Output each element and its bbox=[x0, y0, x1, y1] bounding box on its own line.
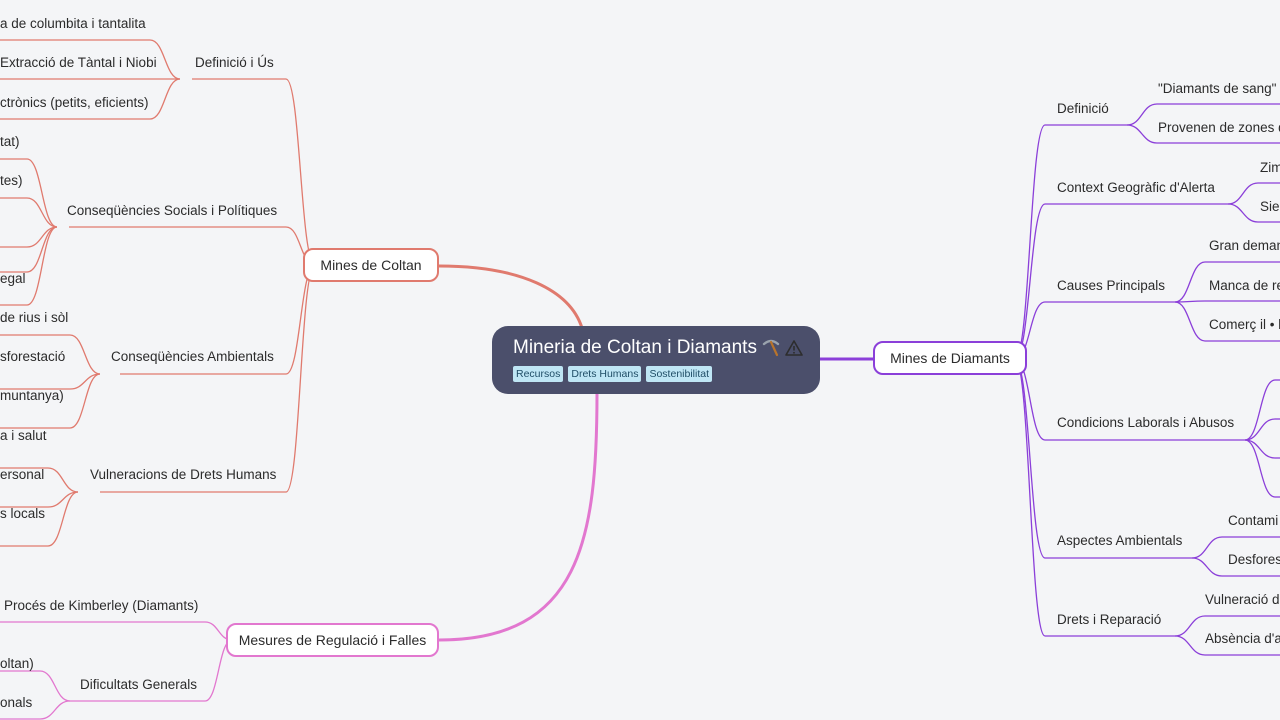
coltan-leaf[interactable]: a de columbita i tantalita bbox=[0, 16, 146, 31]
diamants-leaf[interactable]: Comerç il • l bbox=[1209, 317, 1280, 332]
edge-diamants-leaf bbox=[1244, 439, 1276, 498]
diamants-leaf[interactable]: Provenen de zones q bbox=[1158, 120, 1280, 135]
coltan-leaf[interactable]: a i salut bbox=[0, 428, 47, 443]
edge-diamants-leaf bbox=[1174, 261, 1206, 303]
edge-coltan-sub bbox=[285, 264, 316, 493]
diamants-leaf[interactable]: Absència d'a bbox=[1205, 631, 1280, 646]
diamants-leaf[interactable]: Zim bbox=[1260, 160, 1280, 175]
edge-diamants-sub bbox=[1014, 358, 1046, 559]
diamants-leaf[interactable]: Vulneració d bbox=[1205, 592, 1280, 607]
edge-diamants-sub bbox=[1014, 124, 1046, 360]
trunk-coltan bbox=[438, 264, 584, 329]
diamants-sub-drets[interactable]: Drets i Reparació bbox=[1057, 612, 1162, 627]
edge-diamants-leaf bbox=[1126, 103, 1158, 126]
coltan-leaf[interactable]: tes) bbox=[0, 173, 23, 188]
warning-icon bbox=[785, 339, 803, 357]
edge-diamants-leaf bbox=[1227, 182, 1259, 205]
diamants-sub-context[interactable]: Context Geogràfic d'Alerta bbox=[1057, 180, 1215, 195]
pickaxe-icon bbox=[761, 338, 781, 358]
diamants-leaf[interactable]: Contami bbox=[1228, 513, 1279, 528]
diamants-leaf[interactable]: Sier bbox=[1260, 199, 1280, 214]
tag-recursos[interactable]: Recursos bbox=[513, 366, 564, 382]
edge-coltan-leaf bbox=[69, 334, 101, 375]
edge-diamants-leaf bbox=[1244, 379, 1276, 441]
coltan-leaf[interactable]: de rius i sòl bbox=[0, 310, 69, 325]
edge-diamants-sub bbox=[1014, 203, 1046, 360]
diamants-leaf[interactable]: Manca de re bbox=[1209, 278, 1280, 293]
coltan-sub-definicio[interactable]: Definició i Ús bbox=[195, 55, 274, 70]
edge-coltan-leaf bbox=[26, 158, 58, 228]
edge-diamants-leaf bbox=[1191, 536, 1223, 559]
coltan-sub-drets-humans[interactable]: Vulneracions de Drets Humans bbox=[90, 467, 277, 482]
edge-coltan-leaf bbox=[26, 197, 58, 228]
diamants-sub-ambientals[interactable]: Aspectes Ambientals bbox=[1057, 533, 1183, 548]
diamants-leaf[interactable]: "Diamants de sang" bbox=[1158, 81, 1277, 96]
edge-diamants-leaf bbox=[1227, 203, 1259, 223]
coltan-leaf[interactable]: tat) bbox=[0, 134, 20, 149]
tag-sostenibilitat[interactable]: Sostenibilitat bbox=[646, 366, 713, 382]
branch-mines-de-diamants[interactable]: Mines de Diamants bbox=[873, 341, 1027, 375]
mesures-sub-kimberley[interactable]: Procés de Kimberley (Diamants) bbox=[4, 598, 199, 613]
edge-mesures-leaf bbox=[39, 700, 71, 720]
trunk-mesures bbox=[438, 392, 599, 642]
edge-coltan-leaf bbox=[69, 373, 101, 429]
tag-drets-humans[interactable]: Drets Humans bbox=[568, 366, 642, 382]
edge-diamants-leaf bbox=[1174, 300, 1206, 303]
diamants-sub-condicions[interactable]: Condicions Laborals i Abusos bbox=[1057, 415, 1235, 430]
coltan-leaf[interactable]: muntanya) bbox=[0, 388, 64, 403]
central-title: Mineria de Coltan i Diamants bbox=[513, 337, 757, 358]
diamants-sub-causes[interactable]: Causes Principals bbox=[1057, 278, 1166, 293]
coltan-sub-socials[interactable]: Conseqüències Socials i Polítiques bbox=[67, 203, 278, 218]
branch-mines-de-coltan[interactable]: Mines de Coltan bbox=[303, 248, 439, 282]
edge-diamants-leaf bbox=[1191, 557, 1223, 577]
central-topic[interactable]: Mineria de Coltan i Diamants Recursos Dr… bbox=[492, 326, 820, 394]
edge-diamants-leaf bbox=[1174, 301, 1206, 342]
edge-coltan-leaf bbox=[26, 226, 58, 306]
diamants-leaf[interactable]: Desfores bbox=[1228, 552, 1280, 567]
edge-mesures-leaf bbox=[39, 670, 71, 702]
edge-coltan-sub bbox=[285, 78, 316, 266]
edge-diamants-leaf bbox=[1174, 635, 1206, 656]
diamants-sub-definicio[interactable]: Definició bbox=[1057, 101, 1109, 116]
branch-mesures-de-regulacio[interactable]: Mesures de Regulació i Falles bbox=[226, 623, 439, 657]
edge-coltan-leaf bbox=[47, 467, 79, 493]
edge-diamants-leaf bbox=[1126, 124, 1158, 144]
mesures-sub-dificultats[interactable]: Dificultats Generals bbox=[80, 677, 198, 692]
diamants-leaf[interactable]: Gran deman bbox=[1209, 238, 1280, 253]
coltan-leaf[interactable]: Extracció de Tàntal i Niobi bbox=[0, 55, 157, 70]
edge-diamants-leaf bbox=[1174, 615, 1206, 637]
mesures-leaf[interactable]: onals bbox=[0, 695, 33, 710]
coltan-leaf[interactable]: ersonal bbox=[0, 467, 45, 482]
coltan-leaf[interactable]: sforestació bbox=[0, 349, 66, 364]
coltan-sub-ambientals[interactable]: Conseqüències Ambientals bbox=[111, 349, 274, 364]
mesures-leaf[interactable]: oltan) bbox=[0, 656, 34, 671]
coltan-leaf[interactable]: s locals bbox=[0, 506, 46, 521]
edge-coltan-leaf bbox=[47, 491, 79, 547]
coltan-leaf[interactable]: ctrònics (petits, eficients) bbox=[0, 95, 149, 110]
edge-coltan-leaf bbox=[149, 78, 181, 120]
edge-diamants-leaf bbox=[1244, 418, 1276, 441]
edge-coltan-leaf bbox=[149, 39, 181, 80]
coltan-leaf[interactable]: egal bbox=[0, 271, 26, 286]
